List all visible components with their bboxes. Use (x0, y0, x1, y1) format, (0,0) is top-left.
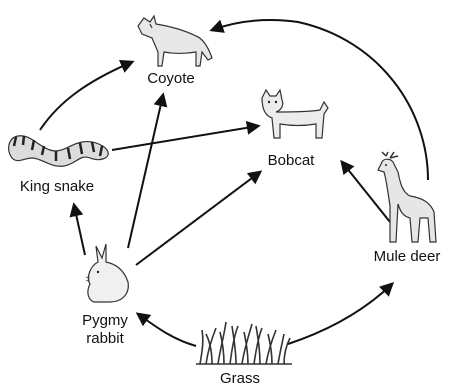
arrow-pygmy-rabbit-to-king-snake (74, 205, 85, 255)
grass-label: Grass (205, 370, 275, 388)
arrow-pygmy-rabbit-to-bobcat (136, 172, 260, 265)
arrow-king-snake-to-coyote (40, 62, 132, 130)
coyote-label: Coyote (136, 70, 206, 88)
bobcat-icon (262, 90, 328, 138)
pygmy-rabbit-label: Pygmy rabbit (60, 312, 150, 348)
mule-deer-label: Mule deer (360, 248, 454, 266)
grass-icon (196, 322, 292, 364)
arrow-king-snake-to-bobcat (112, 126, 258, 150)
coyote-icon (138, 16, 212, 66)
king-snake-label: King snake (2, 178, 112, 196)
pygmy-rabbit-label-line1: Pygmy (60, 312, 150, 330)
bobcat-label: Bobcat (256, 152, 326, 170)
arrow-pygmy-rabbit-to-coyote (128, 95, 163, 248)
king-snake-icon (9, 136, 109, 166)
pygmy-rabbit-icon (86, 244, 128, 302)
pygmy-rabbit-label-line2: rabbit (60, 330, 150, 348)
arrow-grass-to-mule-deer (288, 284, 392, 344)
